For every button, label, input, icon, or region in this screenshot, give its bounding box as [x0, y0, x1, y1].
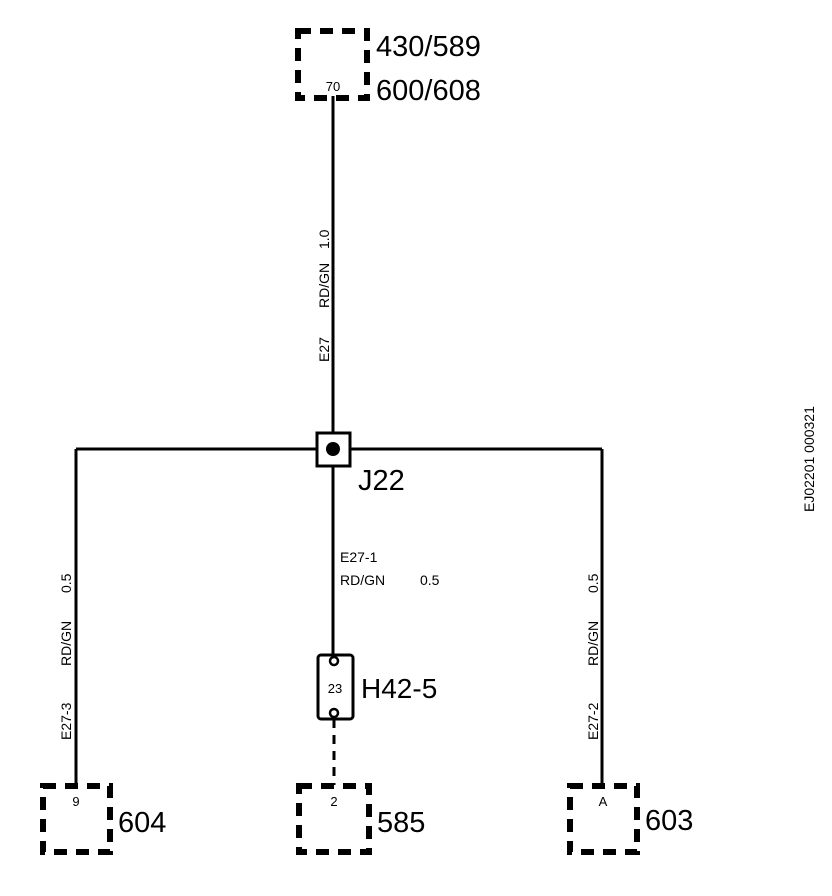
connector-top-label-1: 430/589: [376, 31, 481, 63]
wire-center-id: E27-1: [340, 549, 378, 565]
connector-left-pin: 9: [72, 794, 79, 809]
connector-top-pin: 70: [326, 79, 340, 94]
connector-top-label-2: 600/608: [376, 75, 481, 107]
wire-main-label: E27RD/GN1.0: [316, 229, 332, 362]
connector-right-label: 603: [645, 805, 693, 837]
component-pin: 23: [328, 681, 342, 696]
junction-j22: J22: [315, 431, 405, 497]
connector-top: 70 430/589 600/608: [295, 28, 481, 107]
wire-center-color: RD/GN: [340, 572, 385, 588]
connector-left-label: 604: [118, 807, 166, 839]
junction-label: J22: [358, 465, 405, 497]
component-h42-5: 23 H42-5: [316, 653, 437, 721]
connector-center-pin: 2: [330, 794, 337, 809]
connector-center: 2 585: [296, 783, 425, 855]
connector-center-label: 585: [377, 807, 425, 839]
diagram-code: EJ02201 000321: [801, 406, 817, 512]
connector-left: 9 604: [40, 783, 166, 855]
wire-right-label: E27-2RD/GN0.5: [585, 573, 601, 740]
component-label: H42-5: [361, 673, 437, 704]
connector-right-pin: A: [599, 794, 608, 809]
connector-right: A 603: [567, 783, 693, 855]
wire-left-label: E27-3RD/GN0.5: [58, 573, 74, 740]
wire-center-size: 0.5: [420, 572, 440, 588]
